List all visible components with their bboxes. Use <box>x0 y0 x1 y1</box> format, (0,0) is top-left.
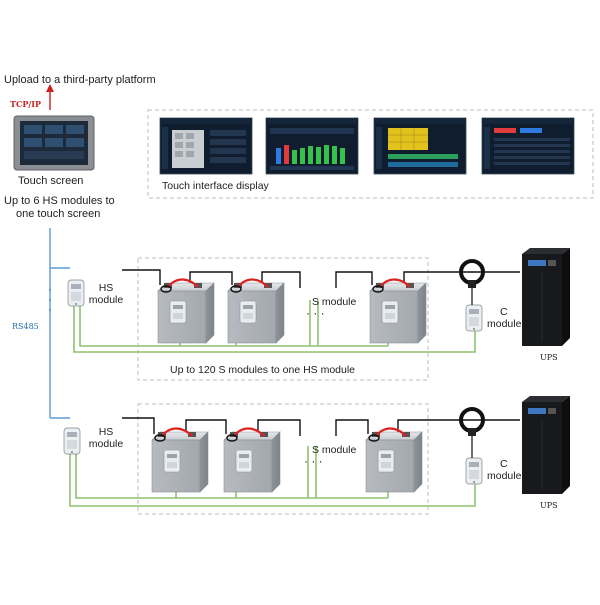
upload-label: Upload to a third-party platform <box>4 74 156 86</box>
bottom-ups-label: UPS <box>540 501 558 510</box>
bottom-current-transformer <box>459 407 485 438</box>
touch-screen-limit-line1: Up to 6 HS modules to <box>4 195 115 207</box>
top-hs-label-line1: HS <box>98 282 114 294</box>
touch-interface-panel <box>147 109 594 199</box>
bottom-ellipsis: · · · <box>304 454 323 468</box>
top-c-label-line2: module <box>487 318 522 330</box>
touch-interface-caption: Touch interface display <box>162 180 269 192</box>
protocol-label: TCP/IP <box>10 99 42 109</box>
bottom-battery-2 <box>222 427 282 494</box>
bottom-battery-3 <box>364 427 424 494</box>
top-hs-module-device <box>67 279 85 307</box>
top-string-dashed-area <box>137 257 429 381</box>
bottom-hs-module-device <box>63 427 81 455</box>
top-hs-label-line2: module <box>88 294 124 306</box>
top-ups-cabinet <box>521 247 571 347</box>
screen-thumb-1 <box>159 117 253 175</box>
bottom-power-wires <box>122 417 520 436</box>
touch-screen-device <box>13 115 95 171</box>
screen-thumb-4 <box>481 117 575 175</box>
bottom-hs-label-line2: module <box>88 438 124 450</box>
rs485-label: RS485 <box>12 322 39 331</box>
top-capacity-note: Up to 120 S modules to one HS module <box>170 364 356 376</box>
bottom-c-label-line1: C <box>500 458 508 470</box>
bottom-c-module-device <box>465 457 483 485</box>
touch-screen-caption: Touch screen <box>18 175 84 187</box>
top-c-module-device <box>465 304 483 332</box>
top-battery-1 <box>156 278 216 345</box>
top-c-label-line1: C <box>500 306 508 318</box>
top-current-transformer <box>459 259 485 290</box>
upload-arrow-head <box>46 84 54 92</box>
bottom-signal-wires <box>69 446 476 507</box>
top-ellipsis: · · · <box>306 306 325 320</box>
bottom-hs-label-line1: HS <box>98 426 114 438</box>
top-battery-3 <box>368 278 428 345</box>
bottom-battery-1 <box>150 427 210 494</box>
top-s-module-label: S module <box>312 296 357 308</box>
top-power-wires <box>122 269 520 288</box>
touch-screen-limit-line2: one touch screen <box>16 208 101 220</box>
bottom-s-module-label: S module <box>312 444 357 456</box>
bottom-c-label-line2: module <box>487 470 522 482</box>
top-battery-2 <box>226 278 286 345</box>
screen-thumb-3 <box>373 117 467 175</box>
screen-thumb-2 <box>265 117 359 175</box>
top-ups-label: UPS <box>540 353 558 362</box>
bottom-ups-cabinet <box>521 395 571 495</box>
bottom-string-dashed-area <box>137 403 429 515</box>
